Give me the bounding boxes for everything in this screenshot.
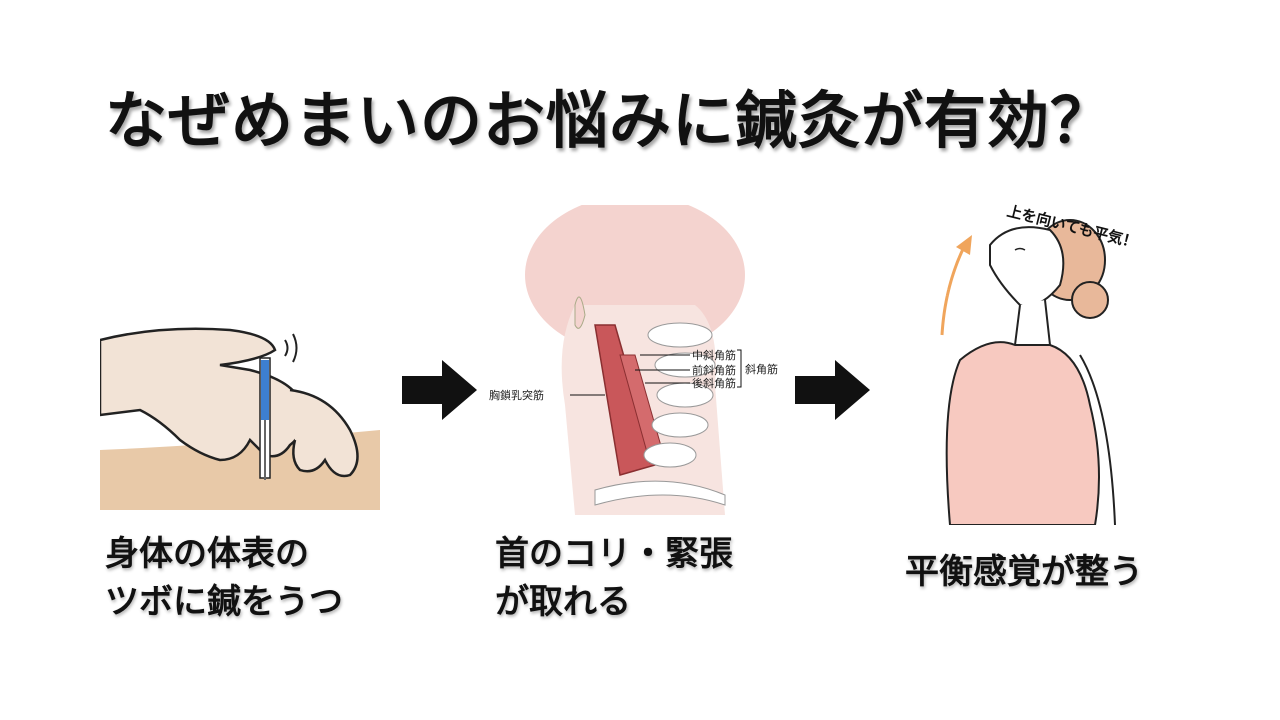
neck-muscle-illustration: 中斜角筋 前斜角筋 後斜角筋 斜角筋 胸鎖乳突筋 [489, 205, 778, 515]
woman-looking-up-illustration [940, 219, 1116, 525]
step1-caption: 身体の体表の ツボに鍼をうつ [105, 530, 343, 626]
label-anterior-scalene: 前斜角筋 [692, 363, 736, 377]
step2-caption-line1: 首のコリ・緊張 [495, 534, 733, 574]
step2-caption-line2: が取れる [495, 582, 631, 622]
label-scalenes: 斜角筋 [745, 362, 778, 376]
label-middle-scalene: 中斜角筋 [692, 348, 736, 362]
page-title: なぜめまいのお悩みに鍼灸が有効？ [105, 84, 1114, 157]
label-posterior-scalene: 後斜角筋 [692, 376, 736, 390]
acupuncture-hand-illustration [100, 327, 380, 510]
step3-caption: 平衡感覚が整う [905, 548, 1143, 596]
step1-caption-line2: ツボに鍼をうつ [105, 582, 343, 622]
step3-caption-line1: 平衡感覚が整う [905, 552, 1143, 592]
right-arrow-icon [402, 360, 477, 420]
right-arrow-icon [795, 360, 870, 420]
step2-caption: 首のコリ・緊張 が取れる [495, 530, 733, 626]
label-sternocleidomastoid: 胸鎖乳突筋 [489, 388, 544, 402]
step1-caption-line1: 身体の体表の [105, 534, 309, 574]
